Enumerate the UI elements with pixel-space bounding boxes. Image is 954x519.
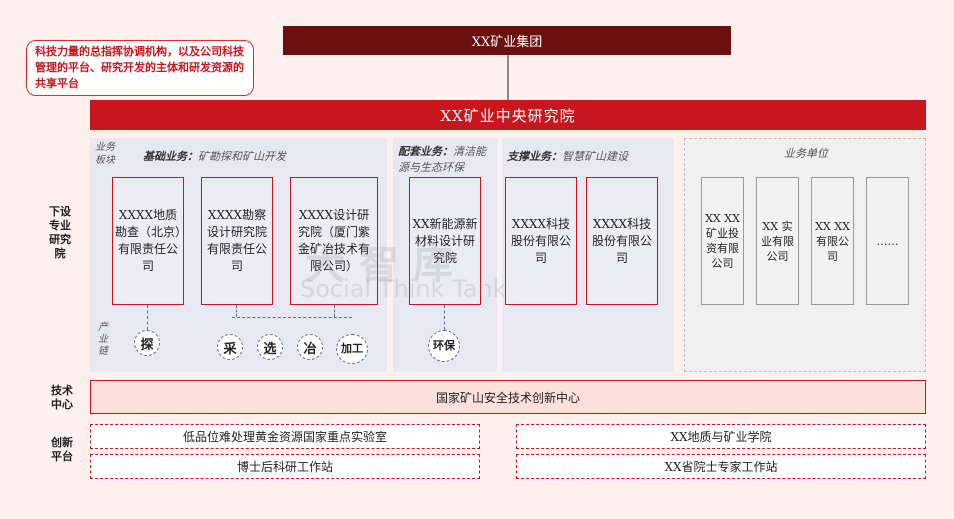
segment-label: 业务板块 bbox=[95, 142, 115, 166]
chain-connector bbox=[334, 305, 335, 317]
institute-box: XXXX科技股份有限公司 bbox=[586, 177, 658, 305]
chain-connector bbox=[232, 317, 352, 318]
chain-dress: 选 bbox=[257, 334, 283, 360]
platform-box: XX地质与矿业学院 bbox=[516, 424, 926, 449]
chain-connector bbox=[444, 305, 445, 330]
platform-box: 博士后科研工作站 bbox=[90, 454, 480, 479]
support-business-header: 配套业务：清洁能源与生态环保 bbox=[398, 145, 486, 174]
business-unit-box: XX XX 矿业投资有限公司 bbox=[701, 177, 744, 305]
central-institute-bar: XX矿业中央研究院 bbox=[90, 100, 926, 130]
side-label-innovation: 创新平台 bbox=[51, 436, 73, 463]
connector-line bbox=[507, 55, 509, 100]
callout-text: 科技力量的总指挥协调机构，以及公司科技管理的平台、研究开发的主体和研发资源的共享… bbox=[35, 45, 244, 90]
callout-box: 科技力量的总指挥协调机构，以及公司科技管理的平台、研究开发的主体和研发资源的共享… bbox=[26, 40, 254, 96]
industry-chain-label: 产业链 bbox=[98, 322, 108, 357]
side-label-tech-center: 技术中心 bbox=[51, 384, 73, 411]
group-title-box: XX矿业集团 bbox=[283, 26, 731, 55]
watermark-en: Social Think Tank bbox=[300, 275, 507, 303]
tech-center-bar: 国家矿山安全技术创新中心 bbox=[90, 380, 926, 414]
chain-mine: 采 bbox=[217, 334, 243, 360]
backing-business-header: 支撑业务：智慧矿山建设 bbox=[507, 150, 628, 163]
central-institute-title: XX矿业中央研究院 bbox=[440, 106, 576, 125]
business-unit-box: XX 实业有限公司 bbox=[756, 177, 799, 305]
chain-connector bbox=[236, 305, 237, 317]
institute-box: XXXX设计研究院（厦门紫金矿冶技术有限公司） bbox=[290, 177, 378, 305]
watermark: 大 智 库 bbox=[305, 242, 453, 288]
institute-box: XXXX科技股份有限公司 bbox=[505, 177, 577, 305]
group-title: XX矿业集团 bbox=[471, 35, 543, 50]
business-unit-box: …… bbox=[866, 177, 909, 305]
platform-box: XX省院士专家工作站 bbox=[516, 454, 926, 479]
business-units-header: 业务单位 bbox=[784, 147, 828, 160]
platform-box: 低品位难处理黄金资源国家重点实验室 bbox=[90, 424, 480, 449]
chain-env: 环保 bbox=[428, 330, 460, 362]
institute-box: XX新能源新材料设计研究院 bbox=[409, 177, 481, 305]
basic-business-header: 基础业务：矿勘探和矿山开发 bbox=[143, 150, 286, 163]
side-label-sub-institutes: 下设专业研究院 bbox=[49, 205, 71, 260]
institute-box: XXXX地质勘查（北京）有限责任公司 bbox=[112, 177, 184, 305]
chain-explore: 探 bbox=[134, 330, 160, 356]
institute-box: XXXX勘察设计研究院有限责任公司 bbox=[201, 177, 273, 305]
chain-smelt: 冶 bbox=[297, 334, 323, 360]
chain-connector bbox=[147, 305, 148, 330]
business-unit-box: XX XX 有限公司 bbox=[811, 177, 854, 305]
chain-process: 加工 bbox=[336, 334, 368, 364]
